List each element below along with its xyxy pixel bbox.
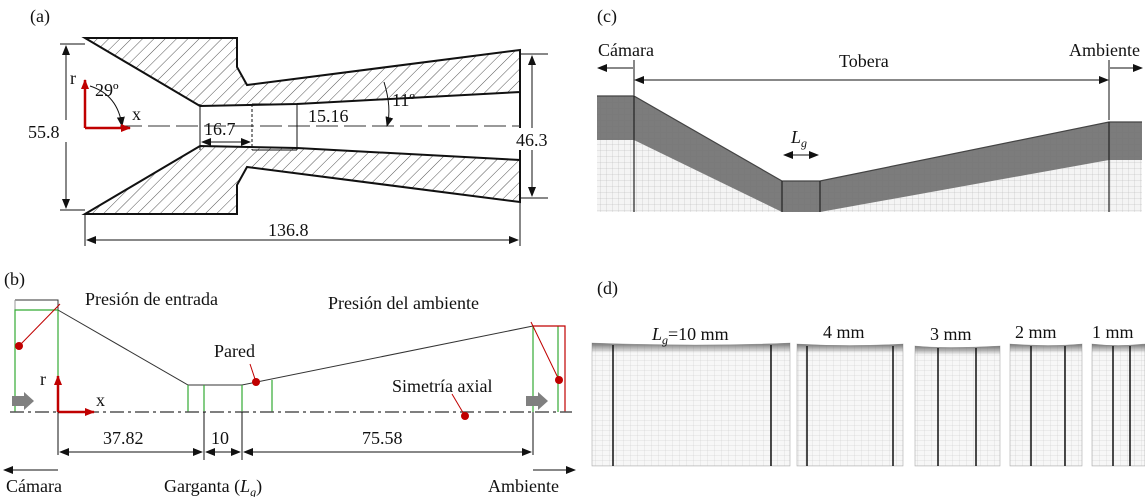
- c-lg-label: Lg: [790, 127, 807, 150]
- ambient-pressure-marker: [555, 376, 563, 384]
- dim-throat-len: 16.7: [204, 119, 236, 139]
- outlet-angle-arc: [383, 81, 394, 127]
- mesh-lg-2: [1009, 343, 1083, 467]
- panel-c-label: (c): [597, 6, 617, 27]
- dim-3: 75.58: [362, 428, 403, 448]
- dim-outlet-dia: 46.3: [516, 130, 548, 150]
- b-axis-x-label: x: [96, 390, 105, 410]
- label-lg-10: Lg=10 mm: [651, 324, 729, 347]
- inlet-dia-bg: [26, 120, 70, 142]
- ambient-boundary-red: [533, 325, 566, 412]
- inlet-pressure-leader: [18, 303, 61, 347]
- symmetry-label: Simetría axial: [392, 376, 492, 396]
- mesh-lg-1: [1091, 343, 1145, 467]
- label-nozzle: Tobera: [839, 51, 889, 71]
- inlet-pressure-label: Presión de entrada: [85, 289, 218, 309]
- panel-a-label: (a): [30, 6, 50, 27]
- dim-1: 37.82: [103, 428, 144, 448]
- ambient-pressure-leader: [530, 321, 560, 381]
- ambient-pressure-label: Presión del ambiente: [328, 293, 479, 313]
- wall-marker: [252, 378, 260, 386]
- wall-label: Pared: [214, 341, 255, 361]
- mesh-lg-4: [796, 343, 904, 467]
- panel-d-label: (d): [597, 278, 618, 299]
- nozzle-upper-wall: [81, 37, 521, 108]
- dim-inlet-dia: 55.8: [28, 122, 60, 142]
- mesh-lg-10: [591, 342, 791, 467]
- dim-total-len: 136.8: [268, 220, 309, 240]
- label-chamber: Cámara: [598, 40, 654, 60]
- axis-x-label: x: [132, 104, 141, 124]
- axis-r-label: r: [70, 68, 76, 88]
- label-lg-3: 3 mm: [930, 324, 972, 344]
- region-chamber: Cámara: [6, 476, 62, 496]
- symmetry-marker: [461, 412, 469, 420]
- panel-b-label: (b): [4, 269, 25, 290]
- panel-d: (d): [591, 278, 1145, 467]
- outlet-dia-bg: [514, 128, 558, 150]
- region-throat: Garganta (Lg): [164, 476, 262, 497]
- nozzle-lower-wall: [81, 144, 521, 215]
- angle-outlet: 11º: [392, 90, 415, 110]
- label-lg-4: 4 mm: [823, 322, 865, 342]
- panel-b: (b) Presión de entrada Presión del ambie…: [3, 269, 576, 497]
- inlet-angle-arc: [89, 85, 125, 127]
- dim-2: 10: [211, 428, 229, 448]
- inlet-pressure-marker: [15, 342, 23, 350]
- panel-c: (c) Cámara Tobera Ambiente Lg: [597, 6, 1143, 212]
- outlet-flow-arrow: [526, 392, 548, 410]
- symmetry-leader: [451, 393, 466, 417]
- dim-throat-dia: 15.16: [308, 106, 349, 126]
- panel-a: (a) 16.7 15.16 11º 29º r x 55.: [26, 6, 558, 246]
- angle-inlet: 29º: [95, 80, 119, 100]
- label-lg-1: 1 mm: [1092, 322, 1134, 342]
- mesh-lg-3: [914, 345, 1001, 467]
- label-lg-2: 2 mm: [1015, 322, 1057, 342]
- b-axis-r-label: r: [40, 369, 46, 389]
- label-ambient: Ambiente: [1069, 40, 1140, 60]
- c-wall-line: [597, 95, 1142, 182]
- c-wall-layer: [597, 96, 1142, 212]
- inlet-boundary: [14, 309, 58, 412]
- region-ambient: Ambiente: [488, 476, 559, 496]
- domain-wall: [15, 299, 534, 386]
- inlet-flow-arrow: [12, 392, 34, 410]
